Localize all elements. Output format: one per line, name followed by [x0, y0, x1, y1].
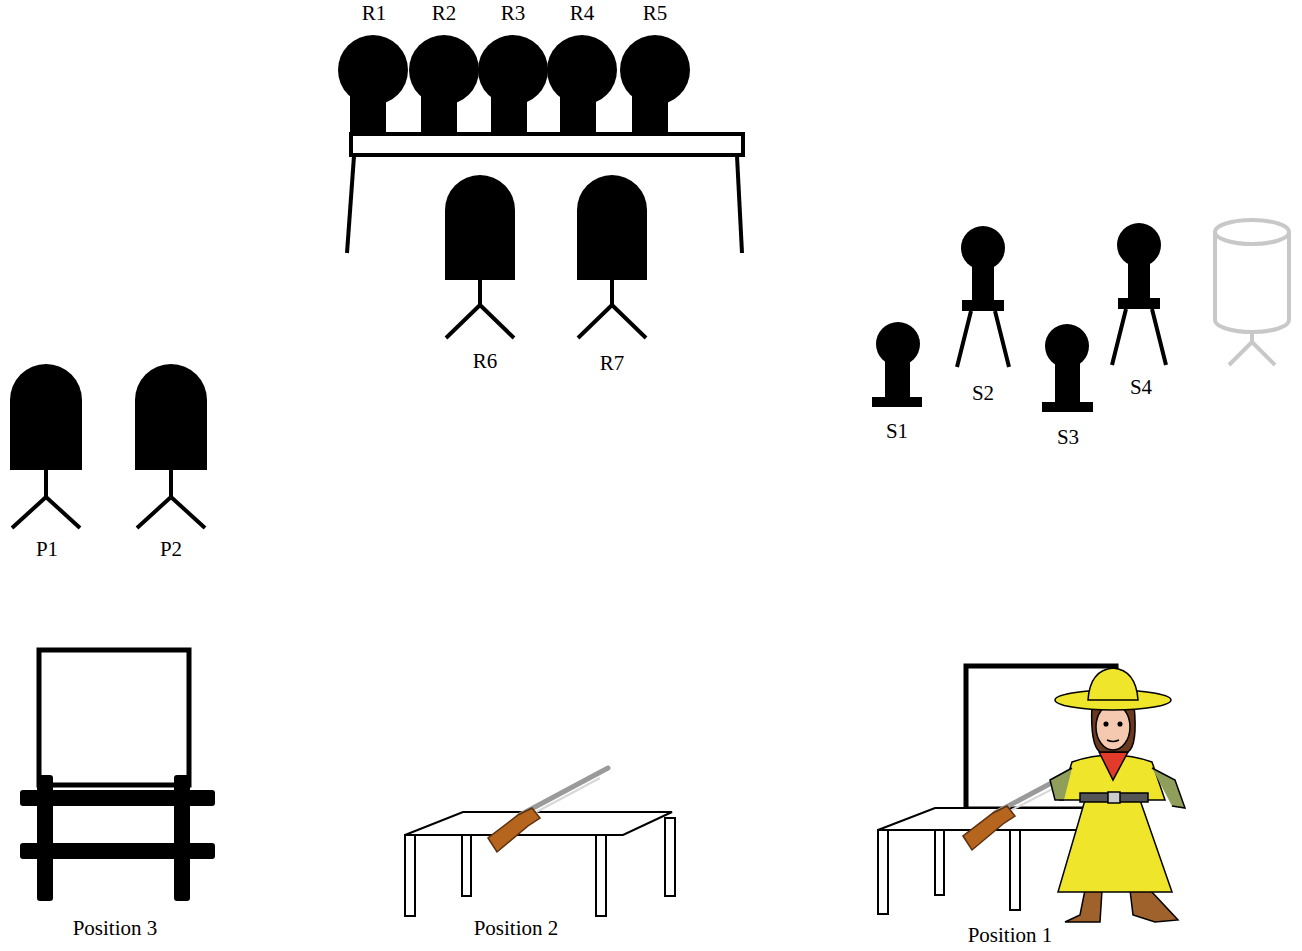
rack-bar — [351, 134, 743, 155]
shotgun-targets — [872, 223, 1166, 412]
position-label: Position 3 — [73, 917, 158, 940]
target-label: R2 — [432, 2, 457, 25]
rack-leg — [347, 156, 354, 253]
rifle-plates — [338, 35, 690, 136]
barrel-target — [1215, 220, 1289, 365]
target-label: P2 — [160, 538, 182, 561]
target-label: R6 — [473, 350, 498, 373]
position-label: Position 2 — [474, 917, 559, 940]
target-label: P1 — [36, 538, 58, 561]
position-3-window — [20, 650, 215, 901]
target-label: R5 — [643, 2, 668, 25]
silhouette-targets — [10, 175, 647, 528]
rack-leg — [737, 156, 742, 253]
target-label: S2 — [972, 382, 994, 405]
cowgirl-figure — [1050, 668, 1185, 922]
target-label: R1 — [362, 2, 387, 25]
target-label: R7 — [600, 352, 625, 375]
target-label: S3 — [1057, 426, 1079, 449]
target-label: R4 — [570, 2, 595, 25]
rifle — [488, 768, 608, 852]
position-label: Position 1 — [968, 924, 1053, 947]
target-label: R3 — [501, 2, 526, 25]
target-label: S1 — [886, 420, 908, 443]
target-label: S4 — [1130, 376, 1152, 399]
position-2-table — [405, 812, 675, 916]
